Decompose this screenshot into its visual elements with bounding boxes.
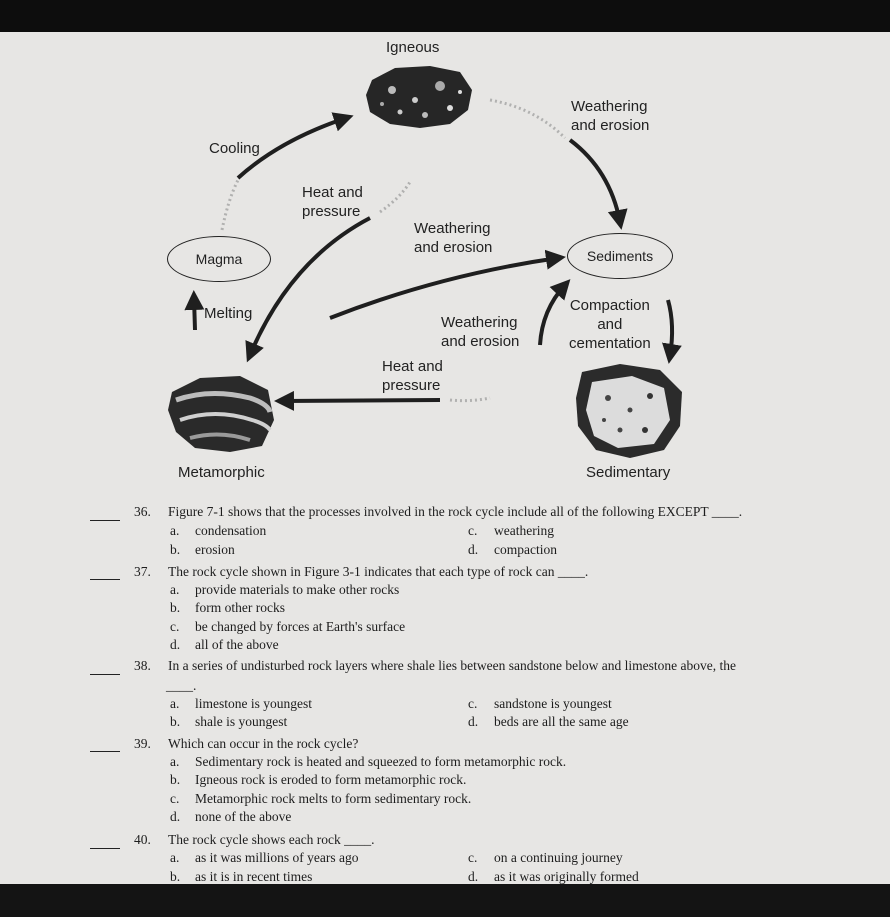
q39-option-a: Sedimentary rock is heated and squeezed … — [195, 754, 567, 769]
question-37-number: 37. — [134, 564, 151, 579]
answer-blank-40[interactable] — [90, 847, 120, 849]
rock-cycle-diagram — [168, 66, 682, 458]
arrow-heat-pressure-top — [245, 216, 371, 363]
q40-option-a: as it was millions of years ago — [195, 850, 359, 865]
label-heat-pressure-low: Heat and pressure — [382, 358, 443, 394]
question-38-stem: In a series of undisturbed rock layers w… — [168, 658, 736, 673]
q38-option-b-letter: b. — [170, 714, 181, 729]
q39-option-c: Metamorphic rock melts to form sedimenta… — [195, 791, 472, 806]
q40-option-b: as it is in recent times — [195, 869, 313, 884]
label-metamorphic: Metamorphic — [178, 464, 265, 481]
q36-option-b-letter: b. — [170, 542, 181, 557]
q38-option-c-letter: c. — [468, 696, 478, 711]
q37-option-b: form other rocks — [195, 600, 285, 615]
worksheet-page — [0, 32, 890, 884]
arrow-heat-pressure-low — [274, 390, 441, 411]
q39-option-d: none of the above — [195, 809, 292, 824]
q40-option-b-letter: b. — [170, 869, 181, 884]
q38-option-a: limestone is youngest — [195, 696, 312, 711]
question-39-stem: Which can occur in the rock cycle? — [168, 736, 359, 751]
question-39-number: 39. — [134, 736, 151, 751]
arrow-compaction — [662, 299, 682, 364]
q39-option-b-letter: b. — [170, 772, 181, 787]
answer-blank-39[interactable] — [90, 750, 120, 752]
q36-option-c-letter: c. — [468, 523, 478, 538]
q39-option-d-letter: d. — [170, 809, 181, 824]
q37-option-d: all of the above — [195, 637, 279, 652]
arrow-weathering-top — [568, 138, 628, 230]
label-compaction-cementation: Compaction and cementation — [569, 297, 651, 352]
q40-option-d-letter: d. — [468, 869, 479, 884]
metamorphic-rock-image — [168, 376, 274, 452]
label-cooling: Cooling — [209, 140, 260, 157]
label-igneous: Igneous — [386, 39, 440, 56]
igneous-rock-image — [366, 66, 472, 128]
q36-option-c: weathering — [494, 523, 554, 538]
q36-option-d: compaction — [494, 542, 557, 557]
q40-option-a-letter: a. — [170, 850, 180, 865]
answer-blank-37[interactable] — [90, 578, 120, 580]
q37-option-c: be changed by forces at Earth's surface — [195, 619, 406, 634]
magma-oval: Magma — [167, 236, 271, 282]
q40-option-c: on a continuing journey — [494, 850, 623, 865]
question-38-number: 38. — [134, 658, 151, 673]
label-weathering-erosion-top: Weathering and erosion — [571, 98, 650, 134]
sedimentary-rock-image — [576, 364, 682, 458]
q38-option-b: shale is youngest — [195, 714, 288, 729]
q39-option-a-letter: a. — [170, 754, 180, 769]
q40-option-c-letter: c. — [468, 850, 478, 865]
q40-option-d: as it was originally formed — [494, 869, 639, 884]
q38-option-c: sandstone is youngest — [494, 696, 612, 711]
question-36-number: 36. — [134, 504, 151, 519]
question-36-stem: Figure 7-1 shows that the processes invo… — [168, 504, 743, 519]
q38-option-d-letter: d. — [468, 714, 479, 729]
q36-option-d-letter: d. — [468, 542, 479, 557]
arrow-cooling — [236, 112, 354, 180]
q36-option-b: erosion — [195, 542, 235, 557]
question-38-stem-blank: ____. — [166, 678, 197, 693]
arrow-weathering-mid — [329, 249, 566, 320]
answer-blank-38[interactable] — [90, 673, 120, 675]
label-heat-pressure-top: Heat and pressure — [302, 184, 363, 220]
q38-option-d: beds are all the same age — [494, 714, 629, 729]
q37-option-d-letter: d. — [170, 637, 181, 652]
q36-option-a-letter: a. — [170, 523, 180, 538]
label-weathering-erosion-low: Weathering and erosion — [441, 314, 520, 350]
q37-option-a-letter: a. — [170, 582, 180, 597]
q39-option-c-letter: c. — [170, 791, 180, 806]
q37-option-c-letter: c. — [170, 619, 180, 634]
q36-option-a: condensation — [195, 523, 267, 538]
label-weathering-erosion-mid: Weathering and erosion — [414, 220, 493, 256]
q37-option-b-letter: b. — [170, 600, 181, 615]
label-melting: Melting — [204, 305, 253, 322]
q39-option-b: Igneous rock is eroded to form metamorph… — [195, 772, 467, 787]
arrow-weathering-low — [538, 279, 571, 346]
question-40-stem: The rock cycle shows each rock ____. — [168, 832, 375, 847]
bottom-dark-border — [0, 884, 890, 917]
q38-option-a-letter: a. — [170, 696, 180, 711]
question-37-stem: The rock cycle shown in Figure 3-1 indic… — [168, 564, 589, 579]
answer-blank-36[interactable] — [90, 519, 120, 521]
label-sedimentary: Sedimentary — [586, 464, 671, 481]
question-40-number: 40. — [134, 832, 151, 847]
top-dark-border — [0, 0, 890, 32]
sediments-oval: Sediments — [567, 233, 673, 279]
q37-option-a: provide materials to make other rocks — [195, 582, 400, 597]
arrow-melting — [184, 290, 205, 331]
